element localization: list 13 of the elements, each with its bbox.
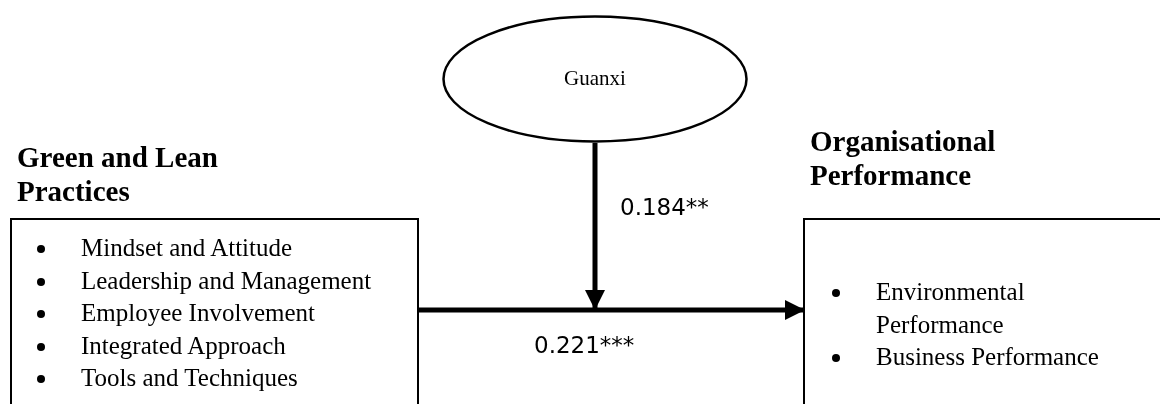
node-heading: Green and Lean Practices <box>17 140 219 208</box>
node-heading: Organisational Performance <box>810 124 997 192</box>
list-item: Business Performance <box>876 342 1099 372</box>
list-item: Environmental Performance <box>876 277 1026 340</box>
list-item: Mindset and Attitude <box>81 233 293 263</box>
list-item: Integrated Approach <box>81 330 286 361</box>
node-label: Guanxi <box>564 65 626 93</box>
arrow <box>419 300 805 320</box>
ellipse-node <box>442 15 748 143</box>
list-item: Tools and Techniques <box>81 363 298 393</box>
list-item: Leadership and Management <box>81 265 372 296</box>
arrow <box>585 143 605 310</box>
list-item: Employee Involvement <box>81 298 315 328</box>
